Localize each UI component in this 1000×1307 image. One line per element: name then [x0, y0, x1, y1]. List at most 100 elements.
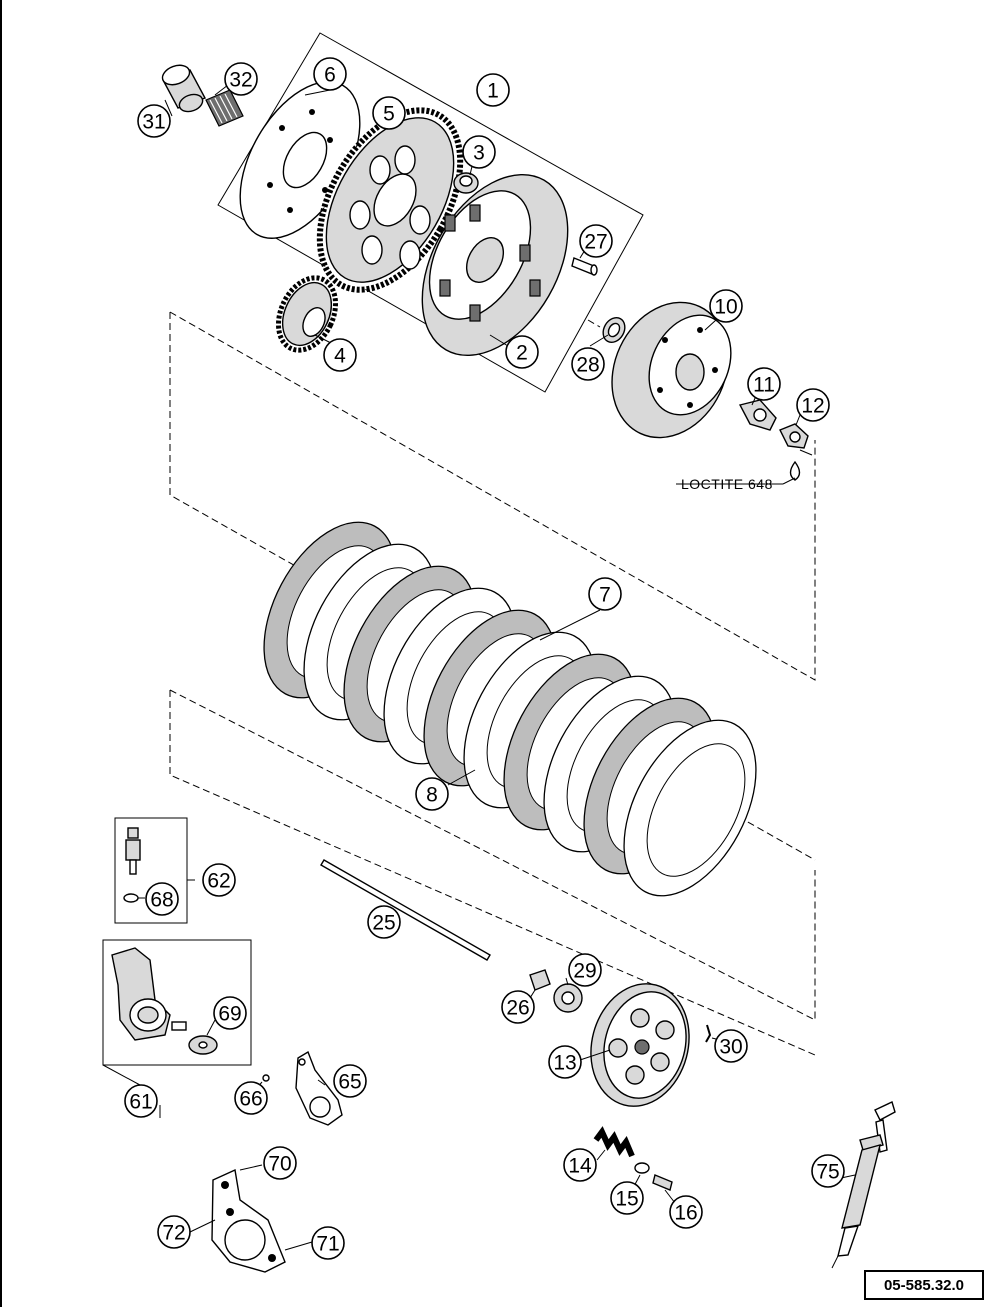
callout-65: 65 [333, 1064, 367, 1098]
callout-31: 31 [137, 104, 171, 138]
callout-label: 69 [218, 1003, 241, 1026]
part-16-screw [652, 1174, 673, 1191]
callout-layer: 1234567810111213141516252627282930313261… [124, 57, 845, 1260]
callout-27: 27 [579, 224, 613, 258]
part-13-pressure-cap [590, 983, 690, 1107]
drawing-number-box [864, 1270, 984, 1300]
callout-29: 29 [568, 953, 602, 987]
part-29-bearing [553, 983, 583, 1013]
part-2-clutch-basket [421, 173, 569, 357]
callout-label: 71 [316, 1233, 339, 1256]
clutch-plate-stack [263, 521, 757, 897]
part-4-gear [275, 275, 339, 353]
callout-label: 14 [568, 1155, 592, 1178]
callout-label: 29 [573, 960, 596, 983]
part-3-bushing [453, 172, 479, 194]
callout-75: 75 [811, 1154, 845, 1188]
callout-71: 71 [311, 1226, 345, 1260]
callout-69: 69 [213, 996, 247, 1030]
part-26-pressure-piece [529, 969, 551, 991]
callout-28: 28 [571, 347, 605, 381]
callout-26: 26 [501, 990, 535, 1024]
callout-12: 12 [796, 388, 830, 422]
part-75-grease-syringe [831, 1101, 896, 1269]
plate-inner-edge [646, 743, 746, 877]
callout-label: 75 [816, 1161, 839, 1184]
part-27-pin [571, 257, 598, 276]
drawing-number: 05-585.32.0 [884, 1277, 964, 1294]
callout-label: 12 [801, 395, 824, 418]
callout-label: 11 [753, 374, 775, 397]
callout-label: 2 [516, 342, 528, 365]
callout-25: 25 [367, 905, 401, 939]
callout-10: 10 [709, 289, 743, 323]
callout-label: 32 [229, 69, 252, 92]
loctite-note: LOCTITE 648 [681, 476, 773, 492]
callout-2: 2 [505, 335, 539, 369]
callout-61: 61 [124, 1084, 158, 1118]
callout-label: 68 [150, 889, 173, 912]
part-12-nut [779, 423, 809, 449]
callout-16: 16 [669, 1195, 703, 1229]
callout-label: 13 [553, 1052, 576, 1075]
callout-6: 6 [313, 57, 347, 91]
callout-label: 3 [473, 142, 485, 165]
callout-label: 25 [372, 912, 395, 935]
callout-label: 6 [324, 64, 336, 87]
part-61-slave-cylinder [111, 947, 218, 1055]
callout-label: 26 [506, 997, 529, 1020]
part-15-washer [634, 1162, 650, 1174]
part-66-dowel [262, 1074, 270, 1082]
callout-label: 5 [383, 103, 395, 126]
callout-11: 11 [747, 367, 781, 401]
part-30-retainer [705, 1024, 712, 1043]
part-62-group-frame [114, 817, 188, 924]
callout-label: 28 [576, 354, 599, 377]
callout-label: 1 [487, 80, 499, 103]
callout-72: 72 [157, 1215, 191, 1249]
callout-4: 4 [323, 338, 357, 372]
callout-label: 65 [338, 1071, 361, 1094]
callout-30: 30 [714, 1029, 748, 1063]
callout-label: 15 [615, 1188, 638, 1211]
callout-66: 66 [234, 1081, 268, 1115]
callout-label: 62 [207, 870, 230, 893]
callout-13: 13 [548, 1045, 582, 1079]
callout-label: 66 [239, 1088, 262, 1111]
part-65-gasket [295, 1050, 343, 1126]
part-31-bushing [161, 64, 206, 113]
callout-label: 7 [599, 584, 611, 607]
part-14-spring [593, 1126, 635, 1158]
part-62-bleeder [125, 827, 141, 875]
callout-label: 8 [426, 784, 438, 807]
callout-label: 10 [714, 296, 737, 319]
loctite-drop-icon [676, 449, 813, 485]
callout-8: 8 [415, 777, 449, 811]
part-5-primary-gear [316, 107, 464, 293]
callout-15: 15 [610, 1181, 644, 1215]
callout-label: 72 [162, 1222, 185, 1245]
callout-3: 3 [462, 135, 496, 169]
callout-68: 68 [145, 882, 179, 916]
part-10-inner-hub [611, 301, 732, 439]
callout-70: 70 [263, 1146, 297, 1180]
callout-7: 7 [588, 577, 622, 611]
callout-label: 27 [584, 231, 607, 254]
callout-label: 30 [719, 1036, 742, 1059]
part-61-group-frame [102, 939, 252, 1066]
callout-5: 5 [372, 96, 406, 130]
callout-label: 16 [674, 1202, 697, 1225]
part-32-needle-bearing [205, 89, 244, 127]
callout-label: 31 [142, 111, 165, 134]
callout-1: 1 [476, 73, 510, 107]
callout-label: 4 [334, 345, 346, 368]
part-25-push-rod [320, 859, 491, 961]
part-11-lock-washer [738, 399, 777, 431]
part-68-o-ring [123, 893, 139, 903]
callout-32: 32 [224, 62, 258, 96]
callout-14: 14 [563, 1148, 597, 1182]
callout-62: 62 [202, 863, 236, 897]
callout-label: 61 [129, 1091, 152, 1114]
part-72-cover-gasket [211, 1168, 286, 1273]
